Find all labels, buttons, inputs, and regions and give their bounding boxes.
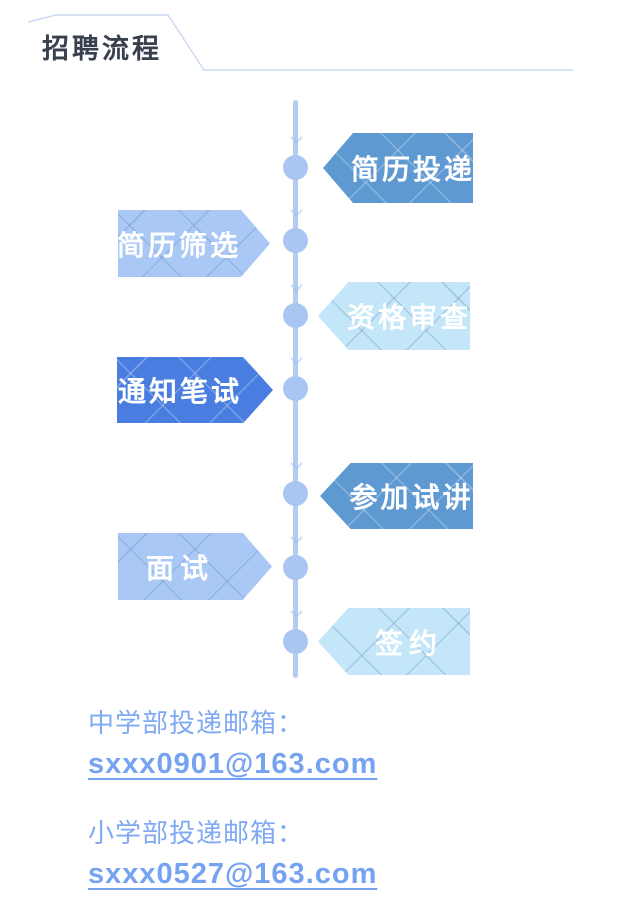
timeline-node [283, 629, 308, 654]
page-title: 招聘流程 [42, 34, 162, 64]
contact-primary-school-label: 小学部投递邮箱： [88, 818, 305, 848]
step-resume-submission: 简历投递 [323, 133, 473, 203]
step-label: 简历投递 [351, 154, 476, 185]
step-label: 签约 [374, 627, 443, 659]
step-interview: 面试 [118, 533, 272, 600]
step-label: 面试 [145, 552, 214, 584]
email-link-primary-school[interactable]: sxxx0527@163.com [88, 858, 378, 890]
timeline-node [283, 555, 308, 580]
step-signing: 签约 [318, 608, 470, 675]
step-written-test-notice: 通知笔试 [117, 357, 273, 423]
step-qualification-review: 资格审查 [318, 282, 470, 350]
step-resume-screening: 简历筛选 [118, 210, 270, 277]
step-trial-lecture: 参加试讲 [320, 463, 473, 529]
header-decorative-line [27, 14, 573, 71]
contact-middle-school-label: 中学部投递邮箱： [88, 708, 305, 738]
timeline-node [283, 481, 308, 506]
timeline-node [283, 303, 308, 328]
timeline-node [283, 376, 308, 401]
timeline-node [283, 155, 308, 180]
step-label: 资格审查 [347, 302, 472, 333]
email-link-middle-school[interactable]: sxxx0901@163.com [88, 748, 378, 780]
step-label: 参加试讲 [349, 482, 474, 513]
timeline-node [283, 228, 308, 253]
step-label: 通知笔试 [117, 376, 242, 407]
step-label: 简历筛选 [117, 229, 242, 261]
